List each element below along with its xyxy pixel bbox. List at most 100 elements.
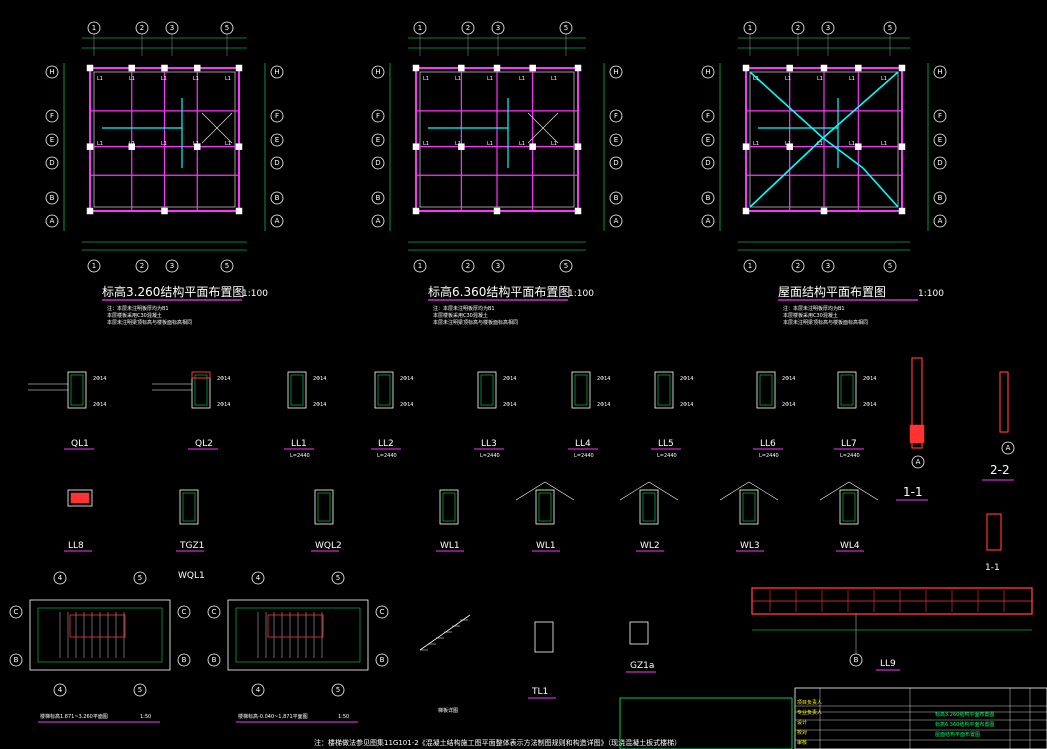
roof-ridge [822, 71, 899, 139]
grid-bubble-label: 3 [826, 262, 830, 270]
beam-label: L1 [97, 141, 103, 147]
section-outline [837, 371, 857, 409]
grid-bubble [701, 133, 715, 147]
section-length: L=2440 [657, 453, 677, 459]
grid-bubble [609, 65, 623, 79]
section2-6: WL3 [719, 481, 779, 552]
beam-label: L1 [97, 76, 103, 82]
beam-label: L1 [161, 141, 167, 147]
grid-bubble-label: 1 [418, 24, 422, 32]
stirrup [290, 374, 304, 406]
section-mark: LL8 [68, 541, 84, 551]
grid-bubble-label: A [706, 217, 711, 225]
section-outline [314, 489, 334, 525]
section-outline [571, 371, 591, 409]
section-outline [439, 489, 459, 525]
plan-note: 本层未注明梁顶标高与楼板面标高相同 [107, 319, 192, 326]
grid-bubble-label: D [274, 159, 279, 167]
column [742, 207, 750, 215]
rebar-label: 2Φ14 [782, 376, 795, 382]
section2-4: WL1 [515, 481, 575, 552]
grid-bubble [609, 191, 623, 205]
section-outline [179, 489, 199, 525]
grid-bubble-label: F [938, 112, 942, 120]
rebar-label: 2Φ14 [680, 402, 693, 408]
section-mark: WL1 [440, 541, 460, 551]
stirrup [742, 492, 756, 522]
grid-bubble-label: C [212, 608, 217, 616]
column [86, 64, 94, 72]
grid-bubble [609, 214, 623, 228]
roof-ridge [749, 71, 824, 139]
grid-bubble [701, 65, 715, 79]
rebar-label: 2Φ14 [93, 376, 106, 382]
rebar-label: 2Φ14 [597, 376, 610, 382]
grid-bubble [743, 259, 757, 273]
grid-bubble-label: 4 [58, 686, 63, 694]
column [161, 207, 168, 215]
column [742, 143, 750, 150]
section-length: L=2440 [759, 453, 779, 459]
grid-bubble-label: 5 [564, 24, 568, 32]
grid-bubble [45, 109, 59, 123]
grid-bubble [413, 259, 427, 273]
column [529, 143, 536, 150]
grid-bubble [251, 571, 265, 585]
section-outline [67, 489, 93, 507]
bottom-note: 注：楼梯做法参见图集11G101-2《混凝土结构施工图平面整体表示方法制图规则和… [314, 738, 681, 747]
roof-ridge [749, 137, 824, 208]
grid-bubble [491, 259, 505, 273]
grid-bubble-label: 1 [748, 24, 752, 32]
grid-bubble-label: 4 [256, 686, 261, 694]
column [820, 64, 828, 72]
grid-bubble [701, 214, 715, 228]
column [786, 64, 793, 72]
rebar-label: 2Φ14 [313, 402, 326, 408]
grid-bubble-label: B [706, 194, 711, 202]
grid-bubble-label: E [50, 136, 54, 144]
plan-note: 注：本层未注明板厚均为B1 [433, 305, 495, 312]
grid-bubble [45, 156, 59, 170]
grid-bubble [911, 455, 925, 469]
grid-bubble-label: H [613, 68, 618, 76]
grid-bubble-label: E [938, 136, 942, 144]
beam-label: L1 [225, 141, 231, 147]
section-mark: WL4 [840, 541, 860, 551]
slope-line [619, 481, 650, 501]
grid-bubble-label: 2 [466, 24, 470, 32]
stirrup [642, 492, 656, 522]
grid-bubble [371, 109, 385, 123]
grid-bubble [701, 156, 715, 170]
grid-bubble [609, 133, 623, 147]
grid-bubble [791, 259, 805, 273]
section-length: L=2440 [290, 453, 310, 459]
plan-title: 标高3.260结构平面布置图 [102, 284, 244, 299]
section-mark: WL3 [740, 541, 760, 551]
grid-bubble-label: D [613, 159, 618, 167]
grid-bubble-label: 3 [496, 24, 500, 32]
grid-bubble [270, 65, 284, 79]
beam-label: L1 [817, 76, 823, 82]
title-block-drawing: 屋面结构平面布置图 [935, 731, 980, 738]
column [128, 143, 135, 150]
section-outline [739, 489, 759, 525]
beam-label: L1 [849, 76, 855, 82]
grid-bubble-label: B [938, 194, 943, 202]
grid-bubble-label: H [375, 68, 380, 76]
beam-label: L1 [423, 141, 429, 147]
section-outline [477, 371, 497, 409]
grid-bubble-label: B [614, 194, 619, 202]
beam-label: L1 [551, 76, 557, 82]
grid-bubble-label: 5 [336, 686, 340, 694]
column [235, 64, 243, 72]
section-length: L=2440 [574, 453, 594, 459]
grid-bubble [53, 683, 67, 697]
plan-note: 本层楼板采用C30混凝土 [107, 312, 162, 319]
section-mark: LL4 [575, 439, 591, 449]
grid-bubble-label: E [614, 136, 618, 144]
column [855, 143, 862, 150]
